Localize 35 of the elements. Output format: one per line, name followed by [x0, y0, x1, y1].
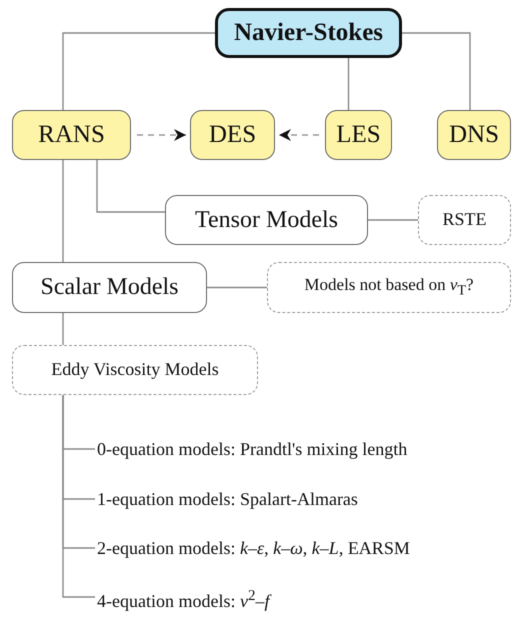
connector-line — [62, 395, 95, 598]
node-label: Eddy Viscosity Models — [51, 360, 219, 380]
method-box — [437, 110, 511, 160]
connector-line — [348, 58, 350, 110]
dashed-box — [12, 345, 258, 395]
method-box — [325, 110, 392, 160]
arrow — [137, 129, 186, 141]
category-box — [12, 262, 207, 313]
connector-line — [62, 313, 64, 345]
connector-line — [402, 32, 471, 110]
connector-line — [368, 219, 418, 221]
method-box — [190, 110, 275, 160]
node-label: Navier-Stokes — [234, 19, 384, 47]
node-label: RSTE — [442, 210, 486, 230]
node-label: Tensor Models — [195, 206, 338, 234]
node-label: LES — [336, 121, 381, 149]
connector-line — [62, 160, 64, 262]
dashed-box — [267, 262, 511, 313]
node-label: DNS — [448, 121, 499, 149]
node-label: Scalar Models — [40, 274, 178, 301]
node-label: Models not based on ν$_{T}$? — [304, 276, 474, 299]
dashed-box — [418, 195, 511, 245]
connector-line — [62, 32, 215, 110]
method-box — [12, 110, 131, 160]
list-item-text: 4-equation models: v$^{2}$–f — [97, 582, 507, 612]
category-box — [165, 195, 368, 245]
connector-line — [207, 286, 267, 288]
arrow — [279, 129, 319, 141]
node-label: RANS — [38, 121, 105, 149]
node-label: DES — [208, 121, 256, 149]
connector-line — [96, 160, 165, 213]
list-item-text: 0-equation models: Prandtl's mixing length — [97, 435, 507, 463]
list-item-text: 2-equation models: k–ε, k–ω, k–L, EARSM — [97, 534, 507, 562]
root-box — [215, 8, 402, 58]
list-item-text: 1-equation models: Spalart-Almaras — [97, 485, 507, 513]
